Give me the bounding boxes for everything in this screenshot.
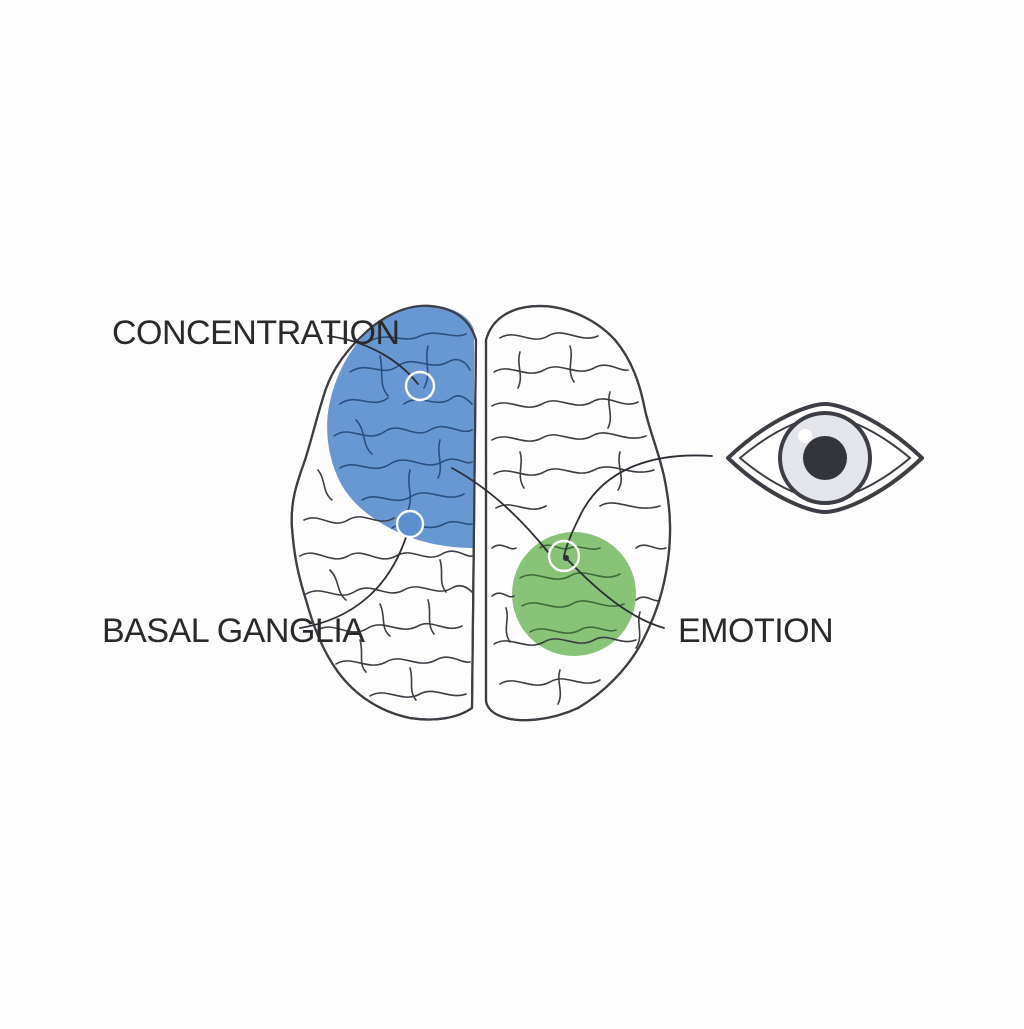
left-hemisphere [290,304,478,721]
basal-ganglia-leader-line [299,523,411,629]
eye-pupil [803,436,847,480]
emotion-leader-line [565,557,665,629]
basal-ganglia-label: BASAL GANGLIA [102,612,365,650]
concentration-region [327,305,474,548]
emotion-region [512,532,636,656]
emotion-label: EMOTION [678,612,833,650]
emotion-marker-center [563,555,569,561]
brain-icon [290,304,672,722]
cross-connector-line [451,467,549,553]
eye-highlight [798,429,812,443]
left-folds [299,332,473,701]
emotion-marker [547,539,581,573]
concentration-marker [404,370,436,402]
basal-ganglia-marker [395,509,425,539]
eye-leader-line [563,454,713,557]
concentration-label: CONCENTRATION [112,314,400,352]
eye-icon [726,402,924,514]
